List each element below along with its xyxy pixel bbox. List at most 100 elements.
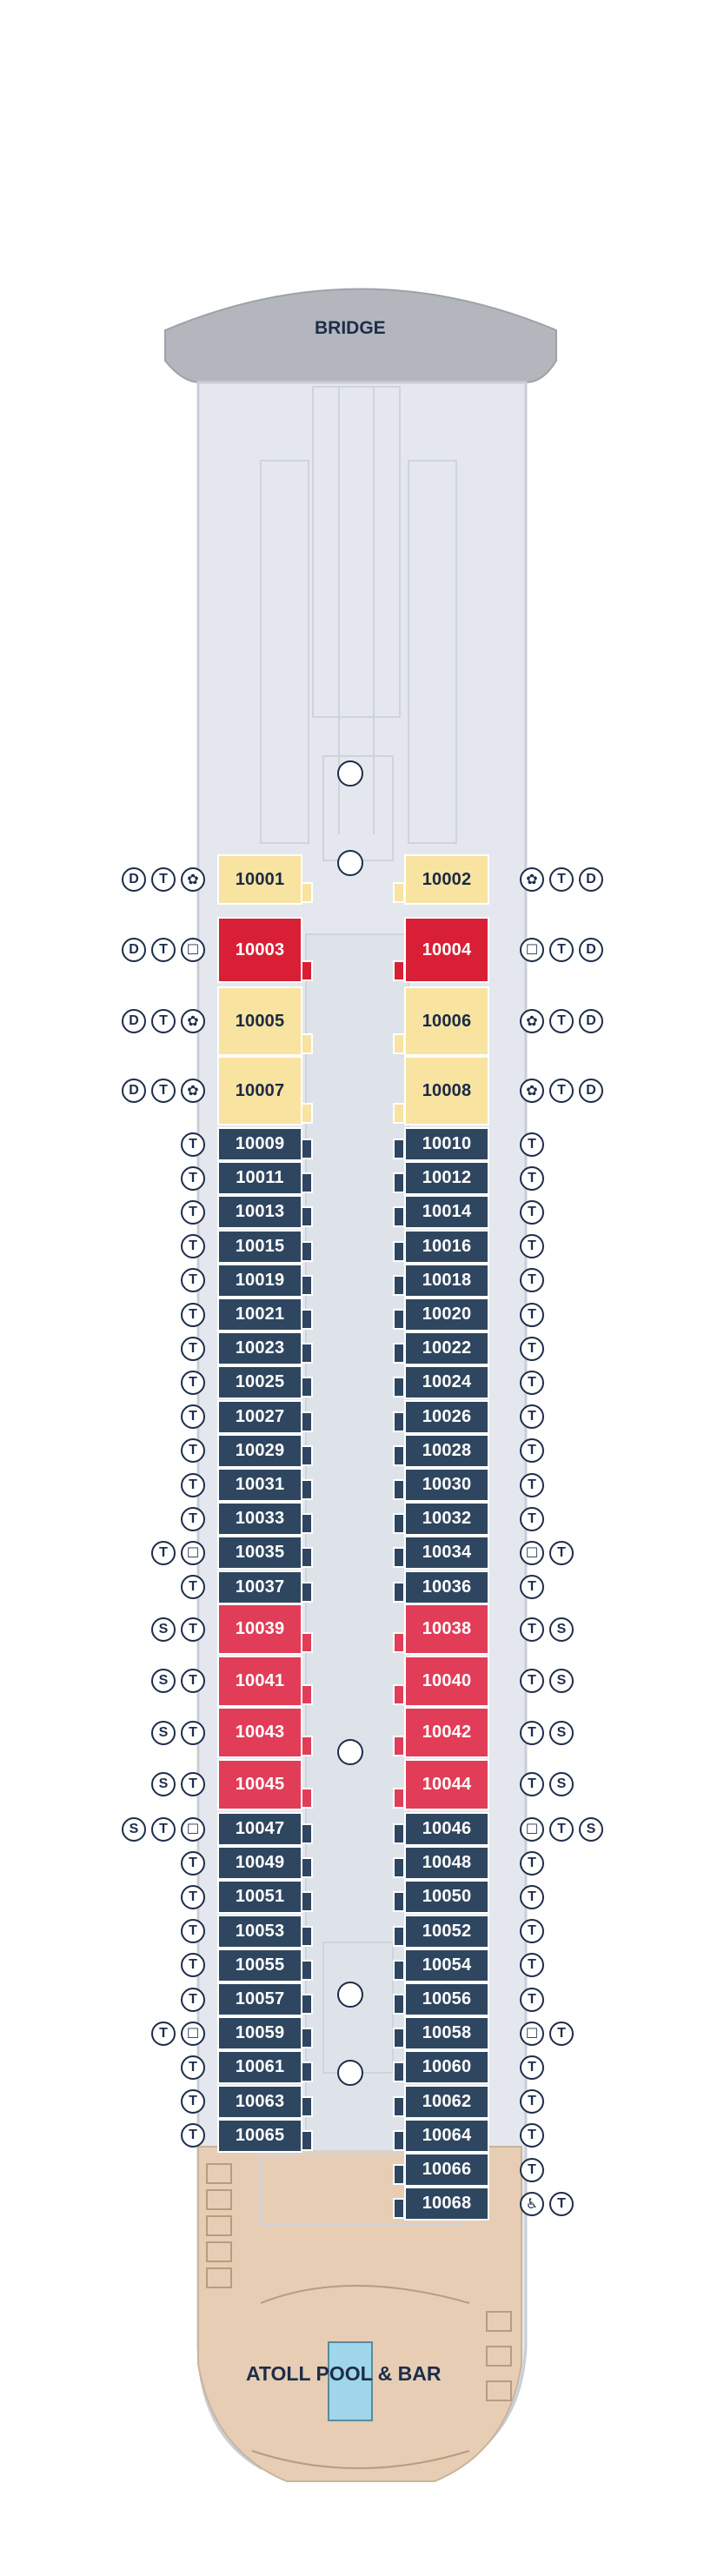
t-icon: T: [181, 1720, 205, 1745]
cabin-10012[interactable]: 10012: [404, 1161, 489, 1196]
cabin-10045[interactable]: 10045: [217, 1758, 302, 1810]
cabin-10032[interactable]: 10032: [404, 1502, 489, 1537]
cabin-10021[interactable]: 10021: [217, 1298, 302, 1331]
cabin-10048[interactable]: 10048: [404, 1846, 489, 1881]
cabin-10022[interactable]: 10022: [404, 1331, 489, 1366]
cabin-10057[interactable]: 10057: [217, 1982, 302, 2016]
cabin-10004[interactable]: 10004: [404, 917, 489, 983]
balcony-tab: [393, 1547, 405, 1569]
balcony-tab: [393, 1857, 405, 1879]
cabin-10005[interactable]: 10005: [217, 986, 302, 1056]
cabin-10056[interactable]: 10056: [404, 1982, 489, 2016]
cabin-10068[interactable]: 10068: [404, 2187, 489, 2221]
cabin-10061[interactable]: 10061: [217, 2050, 302, 2085]
cabin-10042[interactable]: 10042: [404, 1707, 489, 1758]
cabin-10050[interactable]: 10050: [404, 1880, 489, 1915]
balcony-tab: [301, 1411, 313, 1432]
cabin-10038[interactable]: 10038: [404, 1603, 489, 1655]
cabin-10053[interactable]: 10053: [217, 1914, 302, 1949]
cabin-10036[interactable]: 10036: [404, 1570, 489, 1604]
cabin-10051[interactable]: 10051: [217, 1880, 302, 1915]
t-icon: T: [181, 1199, 205, 1225]
cabin-10016[interactable]: 10016: [404, 1229, 489, 1264]
t-icon: T: [181, 1302, 205, 1327]
cabin-10029[interactable]: 10029: [217, 1433, 302, 1468]
cabin-10018[interactable]: 10018: [404, 1263, 489, 1298]
cabin-10006[interactable]: 10006: [404, 986, 489, 1056]
cabin-10066[interactable]: 10066: [404, 2153, 489, 2187]
balcony-tab: [393, 1206, 405, 1228]
bathtub-icon: ☐: [520, 1540, 544, 1565]
cabin-10014[interactable]: 10014: [404, 1195, 489, 1230]
cabin-10020[interactable]: 10020: [404, 1298, 489, 1331]
cabin-10041[interactable]: 10041: [217, 1655, 302, 1707]
cabin-10065[interactable]: 10065: [217, 2118, 302, 2153]
d-icon: D: [122, 1079, 146, 1103]
cabin-10063[interactable]: 10063: [217, 2084, 302, 2119]
cabin-10040[interactable]: 10040: [404, 1655, 489, 1707]
cabin-10024[interactable]: 10024: [404, 1365, 489, 1400]
t-icon: T: [181, 1575, 205, 1600]
cabin-10023[interactable]: 10023: [217, 1331, 302, 1366]
t-icon: T: [520, 1919, 544, 1944]
cabin-10028[interactable]: 10028: [404, 1433, 489, 1468]
cabin-10009[interactable]: 10009: [217, 1127, 302, 1161]
cabin-10052[interactable]: 10052: [404, 1914, 489, 1949]
cabin-10011[interactable]: 10011: [217, 1161, 302, 1196]
cabin-10044[interactable]: 10044: [404, 1758, 489, 1810]
balcony-tab: [393, 1309, 405, 1330]
s-icon: S: [151, 1720, 176, 1745]
cabin-10013[interactable]: 10013: [217, 1195, 302, 1230]
cabin-10031[interactable]: 10031: [217, 1468, 302, 1502]
cabin-10025[interactable]: 10025: [217, 1365, 302, 1400]
t-icon: T: [181, 2089, 205, 2115]
cabin-10047[interactable]: 10047: [217, 1812, 302, 1846]
t-icon: T: [520, 1234, 544, 1259]
balcony-tab: [393, 1444, 405, 1466]
cabin-10046[interactable]: 10046: [404, 1812, 489, 1846]
bathtub-icon: ☐: [520, 2021, 544, 2046]
cabin-10049[interactable]: 10049: [217, 1846, 302, 1881]
balcony-tab: [301, 1309, 313, 1330]
cabin-10019[interactable]: 10019: [217, 1263, 302, 1298]
t-icon: T: [520, 1987, 544, 2012]
balcony-tab: [393, 1377, 405, 1398]
cabin-10010[interactable]: 10010: [404, 1127, 489, 1161]
t-icon: T: [181, 1268, 205, 1293]
balcony-tab: [301, 1513, 313, 1535]
s-icon: S: [549, 1720, 574, 1745]
cabin-10058[interactable]: 10058: [404, 2016, 489, 2051]
t-icon: T: [520, 1302, 544, 1327]
cabin-10043[interactable]: 10043: [217, 1707, 302, 1758]
cabin-10039[interactable]: 10039: [217, 1603, 302, 1655]
t-icon: T: [520, 1575, 544, 1600]
t-icon: T: [549, 1079, 574, 1103]
cabin-10064[interactable]: 10064: [404, 2118, 489, 2153]
cabin-10030[interactable]: 10030: [404, 1468, 489, 1502]
cabin-10055[interactable]: 10055: [217, 1948, 302, 1982]
balcony-tab: [301, 2028, 313, 2049]
balcony-tab: [393, 882, 405, 903]
balcony-tab: [301, 1959, 313, 1981]
cabin-10059[interactable]: 10059: [217, 2016, 302, 2051]
balcony-tab: [301, 1444, 313, 1466]
cabin-10033[interactable]: 10033: [217, 1502, 302, 1537]
cabin-10054[interactable]: 10054: [404, 1948, 489, 1982]
cabin-10003[interactable]: 10003: [217, 917, 302, 983]
cabin-10060[interactable]: 10060: [404, 2050, 489, 2085]
cabin-10037[interactable]: 10037: [217, 1570, 302, 1604]
cabin-10002[interactable]: 10002: [404, 854, 489, 905]
cabin-10001[interactable]: 10001: [217, 854, 302, 905]
cabin-10008[interactable]: 10008: [404, 1056, 489, 1125]
t-icon: T: [181, 1132, 205, 1157]
cabin-10027[interactable]: 10027: [217, 1399, 302, 1434]
cabin-10007[interactable]: 10007: [217, 1056, 302, 1125]
cabin-10015[interactable]: 10015: [217, 1229, 302, 1264]
cabin-10034[interactable]: 10034: [404, 1536, 489, 1570]
balcony-tab: [301, 2061, 313, 2083]
cabin-10026[interactable]: 10026: [404, 1399, 489, 1434]
cabin-10062[interactable]: 10062: [404, 2084, 489, 2119]
t-icon: T: [520, 2123, 544, 2148]
balcony-tab: [301, 2129, 313, 2151]
cabin-10035[interactable]: 10035: [217, 1536, 302, 1570]
